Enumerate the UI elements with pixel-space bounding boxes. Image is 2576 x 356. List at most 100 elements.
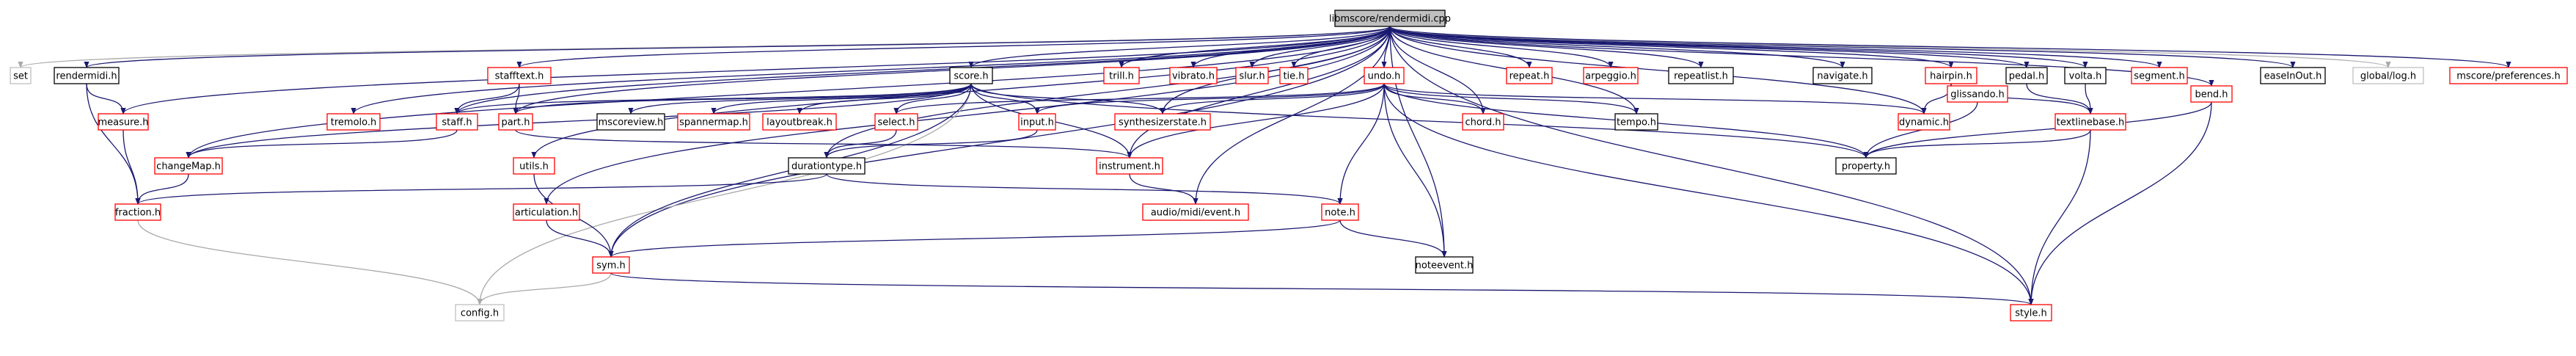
node-durationtype_h[interactable]: durationtype.h <box>788 157 866 175</box>
node-label: chord.h <box>1465 117 1501 128</box>
edge-score_h-to-config_h <box>477 83 972 305</box>
node-measure_h: measure.h <box>98 113 149 131</box>
node-label: glissando.h <box>1950 90 2005 101</box>
node-label: instrument.h <box>1099 161 1160 172</box>
node-rendermidi_h[interactable]: rendermidi.h <box>54 67 120 84</box>
node-box <box>2010 304 2052 322</box>
node-label: bend.h <box>2195 90 2228 101</box>
node-mscoreview_h[interactable]: mscoreview.h <box>596 113 665 131</box>
node-property_h[interactable]: property.h <box>1835 157 1897 175</box>
edge-bend_h-to-style_h <box>2028 101 2212 305</box>
edge-stafftext_h-to-staff_h <box>454 83 520 115</box>
edge-note_h-to-sym_h <box>608 219 1341 258</box>
node-box <box>2352 67 2424 84</box>
node-label: changeMap.h <box>156 161 221 172</box>
node-box <box>436 113 478 131</box>
edge-undo_h-to-select_h <box>893 83 1385 115</box>
edge-undo_h-to-tempo_h <box>1383 83 1639 115</box>
node-label: repeat.h <box>1510 71 1550 82</box>
node-label: fraction.h <box>115 208 161 219</box>
node-vibrato_h: vibrato.h <box>1169 67 1218 84</box>
node-label: dynamic.h <box>1899 117 1949 128</box>
node-label: vibrato.h <box>1172 71 1215 82</box>
node-synthesizerstate_h: synthesizerstate.h <box>1114 113 1211 131</box>
node-tremolo_h: tremolo.h <box>326 113 381 131</box>
node-part_h: part.h <box>498 113 533 131</box>
node-box <box>1583 67 1639 84</box>
node-label: select.h <box>878 117 915 128</box>
edge-fraction_h-to-config_h <box>137 219 483 305</box>
node-easeinout_h[interactable]: easeInOut.h <box>2260 67 2326 84</box>
edge-root-to-articulation_h <box>544 26 1391 205</box>
node-box <box>1279 67 1309 84</box>
node-utils_h: utils.h <box>513 157 555 175</box>
edge-part_h-to-instrument_h <box>515 129 1133 159</box>
root-node[interactable]: libmscore/rendermidi.cpp <box>1329 10 1451 27</box>
node-box <box>1668 67 1734 84</box>
edge-root-to-dynamic_h <box>1389 26 1927 115</box>
node-preferences_h: mscore/preferences.h <box>2449 67 2568 84</box>
edge-input_h-to-durationtype_h <box>824 129 1038 159</box>
edge-durationtype_h-to-fraction_h <box>135 173 827 205</box>
node-box <box>1114 113 1211 131</box>
node-fraction_h: fraction.h <box>114 203 161 221</box>
node-box <box>1364 67 1405 84</box>
node-label: staff.h <box>442 117 472 128</box>
node-box <box>1925 67 1977 84</box>
node-box <box>592 256 630 274</box>
edge-undo_h-to-instrument_h <box>1127 83 1385 159</box>
node-stafftext_h: stafftext.h <box>487 67 552 84</box>
node-score_h[interactable]: score.h <box>949 67 993 84</box>
edge-score_h-to-part_h <box>513 83 972 115</box>
edge-durationtype_h-to-note_h <box>826 173 1343 205</box>
node-box <box>1169 67 1218 84</box>
node-box <box>1321 203 1359 221</box>
node-box <box>487 67 552 84</box>
node-sym_h: sym.h <box>592 256 630 274</box>
edge-rendermidi_h-to-fraction_h <box>86 83 141 205</box>
node-box <box>1235 67 1269 84</box>
node-volta_h[interactable]: volta.h <box>2064 67 2107 84</box>
edge-undo_h-to-noteevent_h <box>1383 83 1447 258</box>
node-tempo_h[interactable]: tempo.h <box>1614 113 1658 131</box>
node-arpeggio_h: arpeggio.h <box>1583 67 1639 84</box>
edge-sym_h-to-style_h <box>610 272 2034 305</box>
node-label: measure.h <box>98 117 148 128</box>
node-label: articulation.h <box>515 208 578 219</box>
node-pedal_h[interactable]: pedal.h <box>2005 67 2048 84</box>
node-label: input.h <box>1020 117 1054 128</box>
node-select_h: select.h <box>874 113 918 131</box>
edge-root-to-changemap_h <box>186 26 1391 159</box>
edge-root-to-instrument_h <box>1127 26 1391 159</box>
node-label: mscore/preferences.h <box>2456 71 2560 82</box>
node-noteevent_h[interactable]: noteevent.h <box>1415 256 1474 274</box>
edge-root-to-volta_h <box>1389 26 2088 68</box>
node-box <box>98 113 149 131</box>
node-trill_h: trill.h <box>1103 67 1140 84</box>
edge-root-to-measure_h <box>120 26 1391 115</box>
node-label: config.h <box>461 308 499 319</box>
node-box <box>498 113 533 131</box>
node-input_h: input.h <box>1018 113 1056 131</box>
node-repeat_h: repeat.h <box>1506 67 1553 84</box>
edge-volta_h-to-textlinebase_h <box>2085 83 2093 115</box>
node-box <box>1898 113 1950 131</box>
node-box <box>1614 113 1658 131</box>
node-label: sym.h <box>596 261 626 272</box>
node-box <box>677 113 750 131</box>
node-navigate_h[interactable]: navigate.h <box>1812 67 1873 84</box>
node-box <box>1812 67 1873 84</box>
node-label: arpeggio.h <box>1585 71 1636 82</box>
node-box <box>874 113 918 131</box>
node-box <box>1096 157 1163 175</box>
node-box <box>2005 67 2048 84</box>
edge-articulation_h-to-sym_h <box>546 219 614 258</box>
node-label: part.h <box>501 117 530 128</box>
edge-root-to-segment_h <box>1389 26 2162 68</box>
node-label: tempo.h <box>1617 117 1656 128</box>
node-label: trill.h <box>1109 71 1134 82</box>
edge-textlinebase_h-to-style_h <box>2028 129 2091 305</box>
node-repeatlist_h[interactable]: repeatlist.h <box>1668 67 1734 84</box>
edge-root-to-preferences_h <box>1389 26 2511 68</box>
